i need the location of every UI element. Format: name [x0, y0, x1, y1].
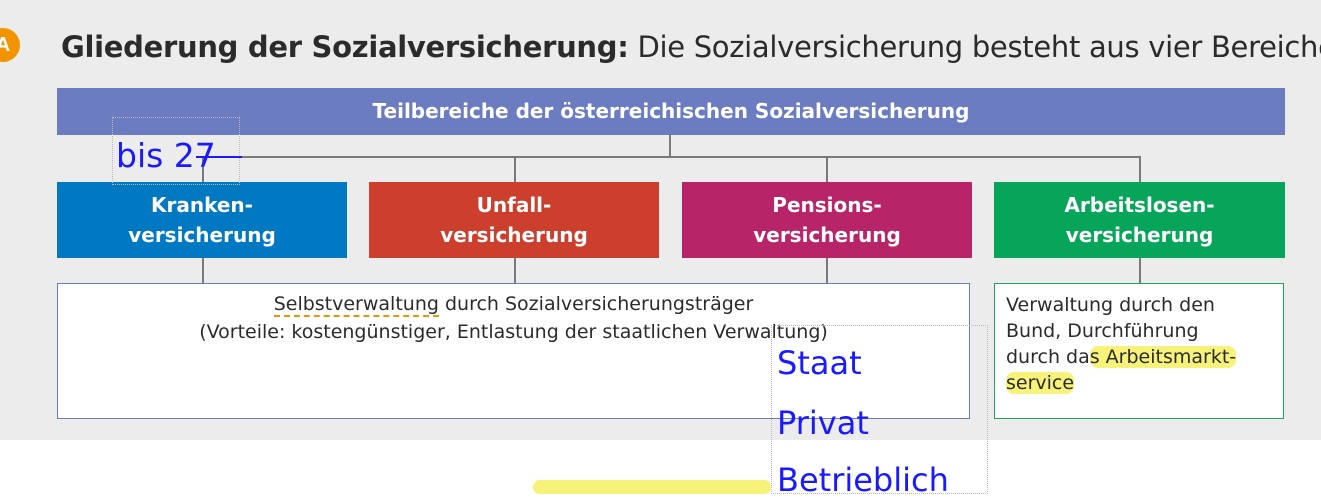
self-admin-term: Selbstverwaltung	[273, 293, 439, 317]
branch-1-line1: Kranken-	[151, 193, 253, 217]
handwriting-betrieblich: Betrieblich	[777, 461, 949, 499]
page-heading: Gliederung der Sozialversicherung: Die S…	[61, 30, 1321, 64]
bund-line3-plain: durch da	[1006, 346, 1090, 368]
branch-krankenversicherung: Kranken-versicherung	[57, 182, 347, 258]
connector-down-3	[826, 258, 828, 283]
branch-arbeitslosenversicherung: Arbeitslosen-versicherung	[994, 182, 1285, 258]
highlight-strip-bottom	[533, 480, 771, 494]
handwriting-privat: Privat	[777, 404, 869, 442]
bund-line2: Bund, Durchführung	[1006, 320, 1199, 342]
connector-down-2	[514, 258, 516, 283]
handwriting-strike	[196, 156, 242, 158]
connector-vertical-top	[669, 135, 671, 157]
branch-2-line2: versicherung	[440, 223, 588, 247]
title-bar: Teilbereiche der österreichischen Sozial…	[57, 88, 1285, 135]
handwriting-frame-age	[112, 117, 240, 185]
branch-1-line2: versicherung	[128, 223, 276, 247]
branch-4-line2: versicherung	[1065, 223, 1214, 247]
bund-line1: Verwaltung durch den	[1006, 294, 1215, 316]
connector-horizontal	[202, 156, 1141, 158]
branch-pensionsversicherung: Pensions-versicherung	[682, 182, 972, 258]
branch-4-line1: Arbeitslosen-	[1064, 193, 1215, 217]
handwriting-age-limit: bis 27	[116, 136, 216, 175]
bund-line4-highlight: service	[1006, 372, 1075, 394]
branch-3-line2: versicherung	[753, 223, 901, 247]
self-admin-rest: durch Sozialversicherungsträger	[438, 293, 754, 315]
connector-down-1	[202, 258, 204, 283]
self-admin-benefits: (Vorteile: kostengünstiger, Entlastung d…	[199, 321, 828, 343]
handwriting-staat: Staat	[777, 344, 862, 382]
connector-drop-4	[1139, 156, 1141, 182]
branch-2-line1: Unfall-	[476, 193, 552, 217]
connector-down-4	[1139, 258, 1141, 283]
heading-rest: Die Sozialversicherung besteht aus vier …	[628, 30, 1321, 64]
self-administration-box: Selbstverwaltung durch Sozialversicherun…	[57, 283, 970, 419]
federal-administration-box: Verwaltung durch den Bund, Durchführung …	[994, 283, 1284, 419]
branch-unfallversicherung: Unfall-versicherung	[369, 182, 659, 258]
connector-drop-1	[202, 156, 204, 182]
connector-drop-3	[826, 156, 828, 182]
branch-3-line1: Pensions-	[772, 193, 882, 217]
connector-drop-2	[514, 156, 516, 182]
heading-bold: Gliederung der Sozialversicherung:	[61, 30, 629, 64]
orange-logo-icon: A	[0, 28, 20, 62]
bund-line3-highlight: s Arbeitsmarkt-	[1089, 346, 1237, 368]
